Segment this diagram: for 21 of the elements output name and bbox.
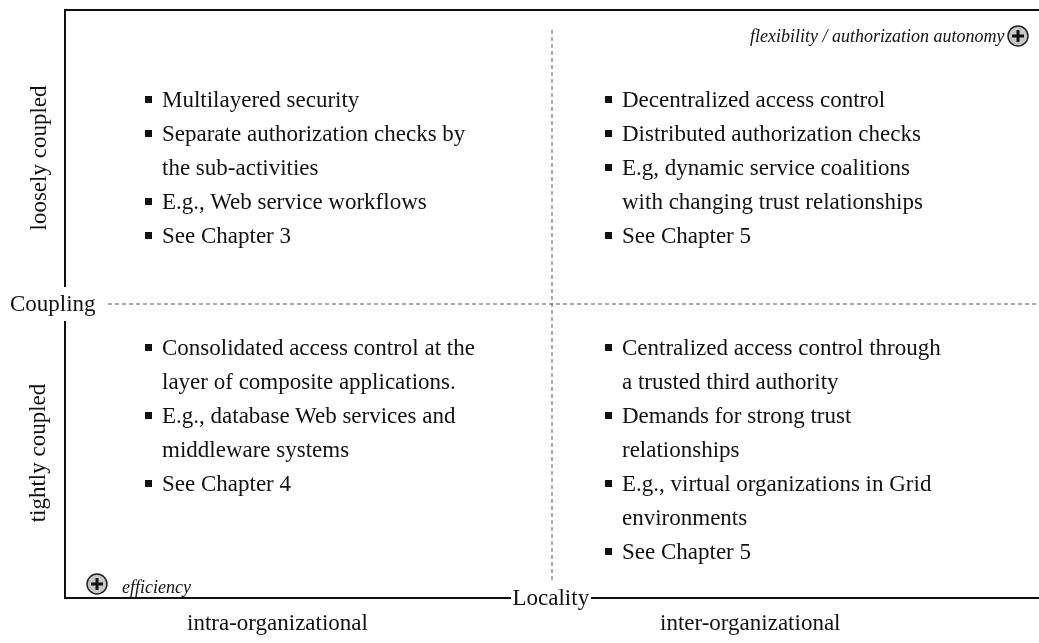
list-item: Centralized access control through a trusted third authority	[603, 331, 942, 399]
category-label: intra-organizational	[187, 609, 368, 637]
list-item: E.g., database Web services and middleware systems	[143, 399, 502, 467]
list-item: See Chapter 5	[603, 219, 943, 253]
axis-label: loosely coupled	[24, 85, 52, 231]
list-item: See Chapter 5	[603, 535, 942, 569]
list-item: See Chapter 3	[143, 219, 482, 253]
list-item: Decentralized access control	[603, 83, 943, 117]
list-item: E.g., virtual organizations in Grid environments	[603, 467, 942, 535]
list-item: Distributed authorization checks	[603, 117, 943, 151]
axis-label: tightly coupled	[23, 383, 51, 523]
list-item: Consolidated access control at the layer of composite applications.	[143, 331, 502, 399]
list-item: See Chapter 4	[143, 467, 502, 501]
note-text: flexibility / authorization autonomy	[750, 25, 1005, 48]
note-text: efficiency	[122, 576, 191, 599]
list-item: Multilayered security	[143, 83, 482, 117]
list-item: Separate authorization checks by the sub-activities	[143, 117, 482, 185]
list-item: Demands for strong trust relationships	[603, 399, 882, 467]
list-item: E.g, dynamic service coalitions with changing trust relationships	[603, 151, 943, 219]
list-item: E.g., Web service workflows	[143, 185, 482, 219]
category-label: inter-organizational	[660, 609, 841, 637]
